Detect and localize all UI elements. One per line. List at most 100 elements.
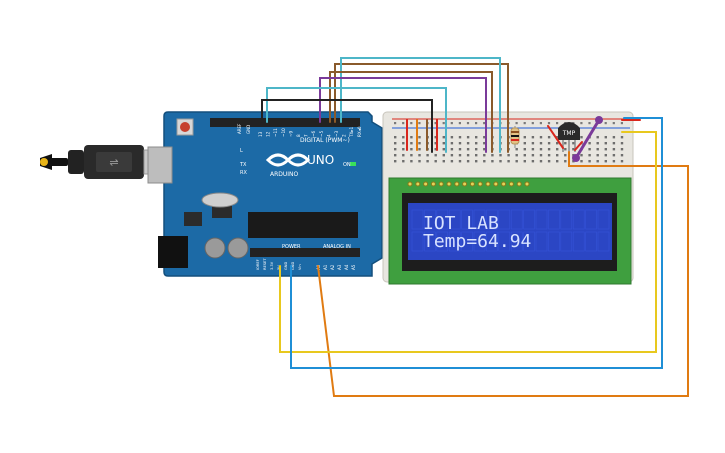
breadboard-hole[interactable]: [612, 136, 616, 139]
breadboard-hole[interactable]: [604, 148, 607, 151]
breadboard-hole[interactable]: [523, 148, 526, 151]
breadboard-hole[interactable]: [572, 160, 575, 163]
breadboard-rail-hole[interactable]: [434, 122, 437, 125]
breadboard-rail-hole[interactable]: [580, 122, 583, 125]
breadboard-hole[interactable]: [434, 136, 437, 139]
breadboard-hole[interactable]: [547, 136, 551, 139]
breadboard-hole[interactable]: [418, 142, 421, 145]
breadboard-rail-hole[interactable]: [604, 122, 607, 125]
breadboard-hole[interactable]: [499, 160, 502, 163]
breadboard-hole[interactable]: [547, 154, 551, 157]
lcd-pin[interactable]: [438, 181, 444, 187]
breadboard-hole[interactable]: [475, 148, 478, 151]
breadboard-hole[interactable]: [588, 142, 591, 145]
breadboard-hole[interactable]: [523, 136, 526, 139]
breadboard-hole[interactable]: [402, 154, 405, 157]
breadboard-hole[interactable]: [612, 160, 616, 163]
breadboard-hole[interactable]: [466, 136, 470, 139]
breadboard-hole[interactable]: [596, 136, 599, 139]
breadboard-hole[interactable]: [580, 154, 583, 157]
breadboard-hole[interactable]: [596, 154, 599, 157]
breadboard-hole[interactable]: [604, 136, 607, 139]
lcd-module[interactable]: IOT LAB Temp=64.94: [388, 177, 632, 285]
breadboard-hole[interactable]: [410, 136, 413, 139]
tmp-sensor[interactable]: TMP: [558, 122, 580, 152]
lcd-pin[interactable]: [454, 181, 460, 187]
breadboard-hole[interactable]: [564, 148, 567, 151]
lcd-pin[interactable]: [446, 181, 452, 187]
breadboard-hole[interactable]: [588, 160, 591, 163]
breadboard-hole[interactable]: [483, 160, 486, 163]
breadboard-hole[interactable]: [410, 154, 413, 157]
breadboard-hole[interactable]: [612, 148, 616, 151]
breadboard-rail-hole[interactable]: [539, 122, 542, 125]
breadboard-hole[interactable]: [539, 142, 543, 145]
breadboard-hole[interactable]: [434, 160, 437, 163]
breadboard-hole[interactable]: [450, 142, 454, 145]
breadboard-hole[interactable]: [450, 154, 454, 157]
breadboard-rail-hole[interactable]: [547, 122, 551, 125]
lcd-pin[interactable]: [516, 181, 522, 187]
breadboard-hole[interactable]: [596, 148, 599, 151]
wire-purple-sensor[interactable]: [574, 118, 601, 160]
breadboard-hole[interactable]: [394, 136, 397, 139]
breadboard-hole[interactable]: [588, 154, 591, 157]
breadboard-rail-hole[interactable]: [442, 122, 445, 125]
breadboard-hole[interactable]: [556, 148, 559, 151]
breadboard-rail-hole[interactable]: [450, 122, 453, 125]
breadboard-hole[interactable]: [475, 154, 478, 157]
breadboard-hole[interactable]: [466, 160, 470, 163]
breadboard-hole[interactable]: [612, 142, 616, 145]
lcd-pin[interactable]: [477, 181, 483, 187]
breadboard-rail-hole[interactable]: [620, 122, 623, 125]
breadboard-hole[interactable]: [442, 160, 445, 163]
breadboard-hole[interactable]: [475, 136, 478, 139]
breadboard-hole[interactable]: [466, 148, 470, 151]
lcd-pin[interactable]: [485, 181, 491, 187]
breadboard-hole[interactable]: [491, 154, 494, 157]
breadboard-hole[interactable]: [507, 160, 510, 163]
breadboard-hole[interactable]: [539, 160, 543, 163]
resistor[interactable]: [510, 126, 520, 148]
breadboard-hole[interactable]: [458, 142, 462, 145]
breadboard-hole[interactable]: [450, 160, 454, 163]
breadboard-hole[interactable]: [418, 154, 421, 157]
breadboard-hole[interactable]: [475, 142, 478, 145]
breadboard-hole[interactable]: [475, 160, 478, 163]
breadboard-hole[interactable]: [410, 148, 413, 151]
breadboard-hole[interactable]: [556, 136, 559, 139]
lcd-pin[interactable]: [524, 181, 530, 187]
lcd-pin[interactable]: [423, 181, 429, 187]
breadboard-hole[interactable]: [620, 160, 624, 163]
reset-button[interactable]: [180, 122, 190, 132]
breadboard-hole[interactable]: [523, 154, 526, 157]
breadboard-hole[interactable]: [523, 142, 526, 145]
breadboard-hole[interactable]: [402, 160, 405, 163]
breadboard-hole[interactable]: [458, 160, 462, 163]
lcd-pin[interactable]: [430, 181, 436, 187]
digital-header[interactable]: [210, 118, 360, 127]
breadboard-hole[interactable]: [426, 154, 429, 157]
breadboard-rail-hole[interactable]: [475, 122, 478, 125]
breadboard-hole[interactable]: [418, 160, 421, 163]
breadboard-hole[interactable]: [620, 148, 624, 151]
breadboard-rail-hole[interactable]: [612, 122, 615, 125]
breadboard-hole[interactable]: [612, 154, 616, 157]
breadboard-hole[interactable]: [523, 160, 526, 163]
breadboard-rail-hole[interactable]: [515, 122, 518, 125]
power-analog-header[interactable]: [250, 248, 360, 257]
breadboard-rail-hole[interactable]: [394, 122, 397, 125]
arduino-uno-board[interactable]: DIGITAL (PWM~) UNO ARDUINO ON TX RX L PO…: [147, 111, 383, 277]
breadboard-hole[interactable]: [539, 148, 543, 151]
breadboard-hole[interactable]: [531, 148, 535, 151]
breadboard-hole[interactable]: [466, 154, 470, 157]
breadboard-hole[interactable]: [394, 142, 397, 145]
breadboard-hole[interactable]: [547, 148, 551, 151]
breadboard-hole[interactable]: [604, 160, 607, 163]
breadboard-hole[interactable]: [556, 154, 559, 157]
breadboard-rail-hole[interactable]: [556, 122, 559, 125]
breadboard-hole[interactable]: [418, 148, 421, 151]
breadboard-hole[interactable]: [434, 148, 437, 151]
wire-blue[interactable]: [290, 117, 663, 369]
breadboard-hole[interactable]: [458, 148, 462, 151]
